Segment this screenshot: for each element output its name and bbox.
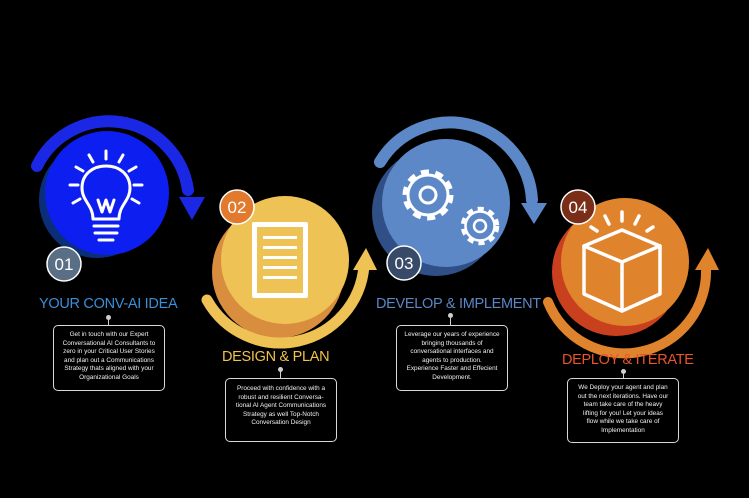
description-line: robust and resilient Conversa- [238, 393, 324, 401]
description-line: Get in touch with our Expert [69, 331, 149, 338]
step-2-connector [278, 367, 283, 379]
step-1-number: 01 [55, 255, 74, 274]
step-3-badge [386, 245, 422, 281]
step-1-arrowhead [179, 197, 205, 220]
description-line: and plan out a Communications [64, 356, 154, 364]
description-line: zero in your Critical User Stories [63, 348, 155, 356]
step-2-arc [201, 260, 370, 349]
cube-icon [582, 210, 662, 313]
description-line: Conversational AI Consultants to [62, 339, 156, 347]
step-1-title: YOUR CONV-AI IDEA [39, 296, 178, 312]
step-2-graphic [201, 189, 377, 349]
description-line: Experience Faster and Effecient [406, 365, 498, 373]
description-line: Development. [432, 373, 472, 381]
step-3-arc [374, 116, 538, 206]
step-4-title: DEPLOY & ITERATE [562, 352, 694, 368]
step-1-graphic [31, 115, 205, 282]
step-2-number: 02 [228, 198, 247, 217]
step-4-badge [560, 189, 596, 225]
description-line: lifting for you! Let your ideas [583, 409, 663, 417]
step-1-main-circle [45, 131, 169, 255]
step-4-number: 04 [569, 198, 588, 217]
step-2-arrowhead [353, 248, 377, 270]
step-3-title: DEVELOP & IMPLEMENT [376, 296, 541, 312]
description-line: conversational interfaces and [410, 348, 494, 356]
step-2-description: Proceed with confidence with a robust an… [225, 378, 337, 442]
step-1-badge [46, 246, 82, 282]
step-4-description: We Deploy your agent and plan out the ne… [567, 378, 679, 443]
step-1-connector [106, 315, 111, 326]
step-1-arc [31, 115, 194, 196]
step-4-connector [621, 369, 626, 379]
step-2-badge [219, 189, 255, 225]
description-line: bringing thousands of [421, 339, 483, 347]
step-1-description: Get in touch with our Expert Conversatio… [53, 325, 165, 391]
description-line: Proceed with confidence with a [236, 385, 326, 392]
step-3-number: 03 [395, 254, 414, 273]
description-line: Organizational Goals [79, 373, 139, 381]
step-3-connector [448, 313, 453, 326]
lightbulb-icon [68, 149, 144, 242]
description-line: Strategy thats aligned with your [64, 365, 154, 373]
step-2-title: DESIGN & PLAN [222, 349, 330, 365]
description-line: flow while we take care of [586, 418, 660, 426]
description-line: Conversation Design [251, 419, 311, 427]
description-line: tional AI Agent Communications [235, 402, 327, 410]
description-line: Strategy as well Top-Notch [243, 410, 319, 418]
document-icon [252, 222, 308, 298]
step-4-graphic [543, 189, 719, 359]
description-line: team take care of the heavy [583, 401, 663, 409]
description-line: Implementation [601, 426, 645, 434]
step-4-arc [543, 263, 712, 359]
description-line: out the next iterations. Have our [577, 392, 669, 400]
description-line: We Deploy your agent and plan [578, 384, 668, 391]
step-3-description: Leverage our years of experience bringin… [396, 325, 508, 391]
description-line: Leverage our years of experience [404, 331, 500, 338]
gears-icon [402, 169, 500, 246]
step-4-arrowhead [695, 248, 719, 270]
step-3-graphic [372, 116, 547, 281]
description-line: agents to production. [422, 356, 482, 364]
step-3-arrowhead [521, 203, 547, 224]
